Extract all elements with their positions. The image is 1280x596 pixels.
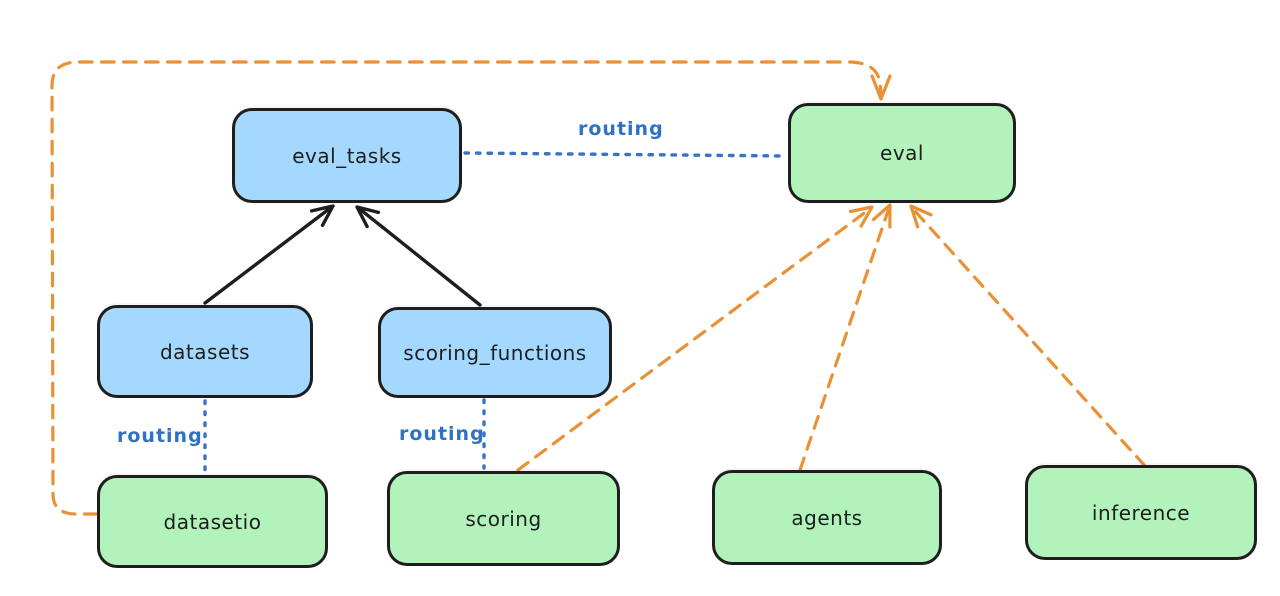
- node-scoring: scoring: [387, 471, 620, 566]
- edge-label-routing-datasets-datasetio: routing: [117, 425, 203, 447]
- node-label: datasets: [159, 339, 251, 364]
- arrow-datasets-to-eval-tasks: [203, 204, 335, 305]
- arrow-scoring-to-eval: [516, 205, 874, 472]
- node-datasets: datasets: [97, 305, 313, 398]
- node-label: eval_tasks: [292, 143, 402, 168]
- arrow-scoring-functions-to-eval-tasks: [355, 205, 482, 307]
- arrow-datasetio-to-eval: [50, 60, 892, 516]
- node-inference: inference: [1025, 465, 1257, 560]
- node-label: eval: [880, 141, 924, 165]
- dotted-line: [463, 151, 788, 158]
- arrowhead-icon: [310, 204, 335, 227]
- arrowhead-icon: [871, 203, 892, 229]
- dashed-path: [798, 209, 890, 472]
- node-eval: eval: [788, 103, 1016, 203]
- node-eval-tasks: eval_tasks: [232, 108, 462, 203]
- arrowhead-icon: [909, 204, 933, 229]
- arrow-agents-to-eval: [798, 203, 892, 472]
- node-label: scoring_functions: [403, 340, 587, 365]
- dashed-path: [912, 208, 1147, 468]
- routing-line-eval-tasks-to-eval: [463, 151, 788, 158]
- node-scoring-functions: scoring_functions: [378, 307, 612, 398]
- arrow-inference-to-eval: [909, 204, 1147, 468]
- node-label: datasetio: [163, 509, 262, 534]
- dashed-path: [50, 60, 883, 516]
- edge-label-routing-scoring-functions-scoring: routing: [399, 423, 485, 445]
- node-datasetio: datasetio: [97, 475, 328, 568]
- arrowhead-icon: [355, 205, 380, 229]
- edge-label-routing-eval-tasks-eval: routing: [578, 118, 664, 140]
- node-label: scoring: [465, 506, 542, 531]
- arrow-line: [359, 208, 482, 307]
- node-label: agents: [791, 505, 863, 530]
- node-agents: agents: [712, 470, 942, 565]
- dashed-path: [516, 209, 869, 472]
- arrowhead-icon: [848, 205, 874, 228]
- node-label: inference: [1091, 500, 1191, 525]
- arrowhead-icon: [870, 74, 892, 101]
- arrow-line: [203, 207, 331, 305]
